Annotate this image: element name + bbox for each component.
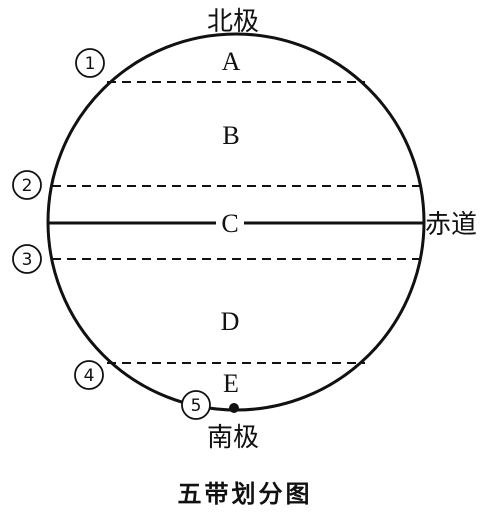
marker-5-number: 5 — [191, 396, 202, 416]
zone-label-d: D — [221, 307, 240, 336]
north-pole-label: 北极 — [207, 7, 259, 37]
marker-1-number: 1 — [85, 54, 96, 74]
marker-3-number: 3 — [22, 250, 33, 270]
zone-label-c: C — [221, 209, 238, 238]
marker-3: 3 — [12, 244, 42, 274]
marker-2-number: 2 — [22, 176, 33, 196]
diagram-caption: 五带划分图 — [178, 480, 313, 508]
zone-label-b: B — [222, 121, 239, 150]
zone-label-a: A — [222, 47, 241, 76]
zone-label-e: E — [223, 369, 239, 398]
equator-label: 赤道 — [425, 210, 477, 240]
south-pole-label: 南极 — [207, 423, 259, 453]
south-pole-dot — [229, 403, 239, 413]
marker-2: 2 — [12, 170, 42, 200]
marker-4-number: 4 — [84, 366, 95, 386]
marker-1: 1 — [75, 48, 105, 78]
marker-4: 4 — [74, 360, 104, 390]
marker-5: 5 — [181, 390, 211, 420]
